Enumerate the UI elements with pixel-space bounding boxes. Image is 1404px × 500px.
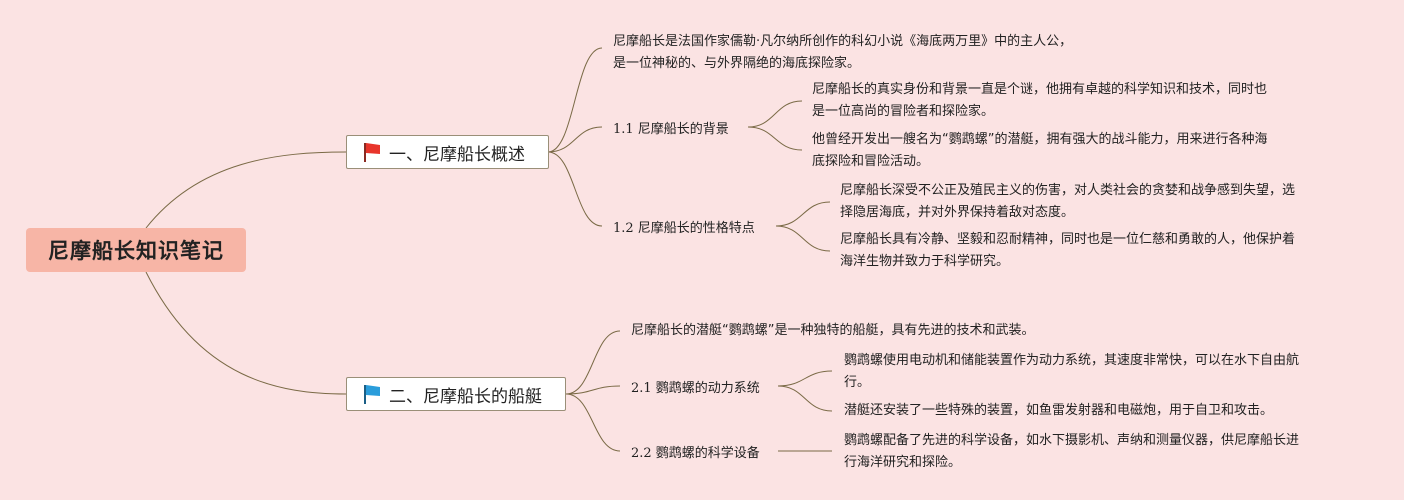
root-topic[interactable]: 尼摩船长知识笔记 — [26, 228, 246, 272]
branch-1-intro-text[interactable]: 尼摩船长是法国作家儒勒·凡尔纳所创作的科幻小说《海底两万里》中的主人公， 是一位… — [613, 34, 1073, 71]
branch-topic-label: 二、尼摩船长的船艇 — [389, 386, 542, 407]
subtopic-personality-note-1[interactable]: 尼摩船长深受不公正及殖民主义的伤害，对人类社会的贪婪和战争感到失望，选 择隐居海… — [840, 183, 1296, 220]
connector-s12-n2 — [775, 225, 831, 252]
connector-root-branch-2 — [145, 271, 347, 395]
blue-flag-icon — [364, 385, 380, 404]
branch-topic-overview[interactable]: 一、尼摩船长概述 — [346, 135, 549, 169]
connector-b1-sub2 — [547, 151, 603, 227]
branch-topic-label: 一、尼摩船长概述 — [389, 144, 525, 165]
subtopic-background[interactable]: 1.1 尼摩船长的背景 — [613, 122, 729, 137]
connector-b1-sub1 — [547, 126, 603, 153]
subtopic-personality-note-2[interactable]: 尼摩船长具有冷静、坚毅和忍耐精神，同时也是一位仁慈和勇敢的人，他保护着 海洋生物… — [840, 232, 1296, 269]
subtopic-personality[interactable]: 1.2 尼摩船长的性格特点 — [613, 221, 755, 236]
connector-b2-intro — [565, 330, 621, 395]
subtopic-power-system-note-1[interactable]: 鹦鹉螺使用电动机和储能装置作为动力系统，其速度非常快，可以在水下自由航 行。 — [844, 353, 1300, 390]
connector-s12-n1 — [775, 201, 831, 227]
subtopic-power-system-note-2[interactable]: 潜艇还安装了一些特殊的装置，如鱼雷发射器和电磁炮，用于自卫和攻击。 — [844, 403, 1274, 418]
branch-topic-submarine[interactable]: 二、尼摩船长的船艇 — [346, 377, 566, 411]
connector-root-branch-1 — [145, 151, 347, 229]
subtopic-science-equipment[interactable]: 2.2 鹦鹉螺的科学设备 — [631, 446, 760, 461]
connector-b2-sub1 — [565, 385, 621, 395]
red-flag-icon — [364, 143, 380, 162]
subtopic-power-system[interactable]: 2.1 鹦鹉螺的动力系统 — [631, 381, 760, 396]
connector-b1-intro — [547, 47, 603, 153]
branch-2-intro-text[interactable]: 尼摩船长的潜艇“鹦鹉螺”是一种独特的船艇，具有先进的技术和武装。 — [631, 323, 1035, 338]
connector-s11-n1 — [747, 100, 803, 128]
subtopic-background-note-1[interactable]: 尼摩船长的真实身份和背景一直是个谜，他拥有卓越的科学知识和技术，同时也 是一位高… — [812, 82, 1268, 119]
subtopic-science-equipment-note-1[interactable]: 鹦鹉螺配备了先进的科学设备，如水下摄影机、声纳和测量仪器，供尼摩船长进 行海洋研… — [844, 433, 1300, 470]
connector-s21-n1 — [777, 370, 833, 387]
connector-s21-n2 — [777, 385, 833, 412]
subtopic-background-note-2[interactable]: 他曾经开发出一艘名为“鹦鹉螺”的潜艇，拥有强大的战斗能力，用来进行各种海 底探险… — [812, 132, 1268, 169]
connector-s11-n2 — [747, 126, 803, 151]
connector-b2-sub2 — [565, 393, 621, 452]
